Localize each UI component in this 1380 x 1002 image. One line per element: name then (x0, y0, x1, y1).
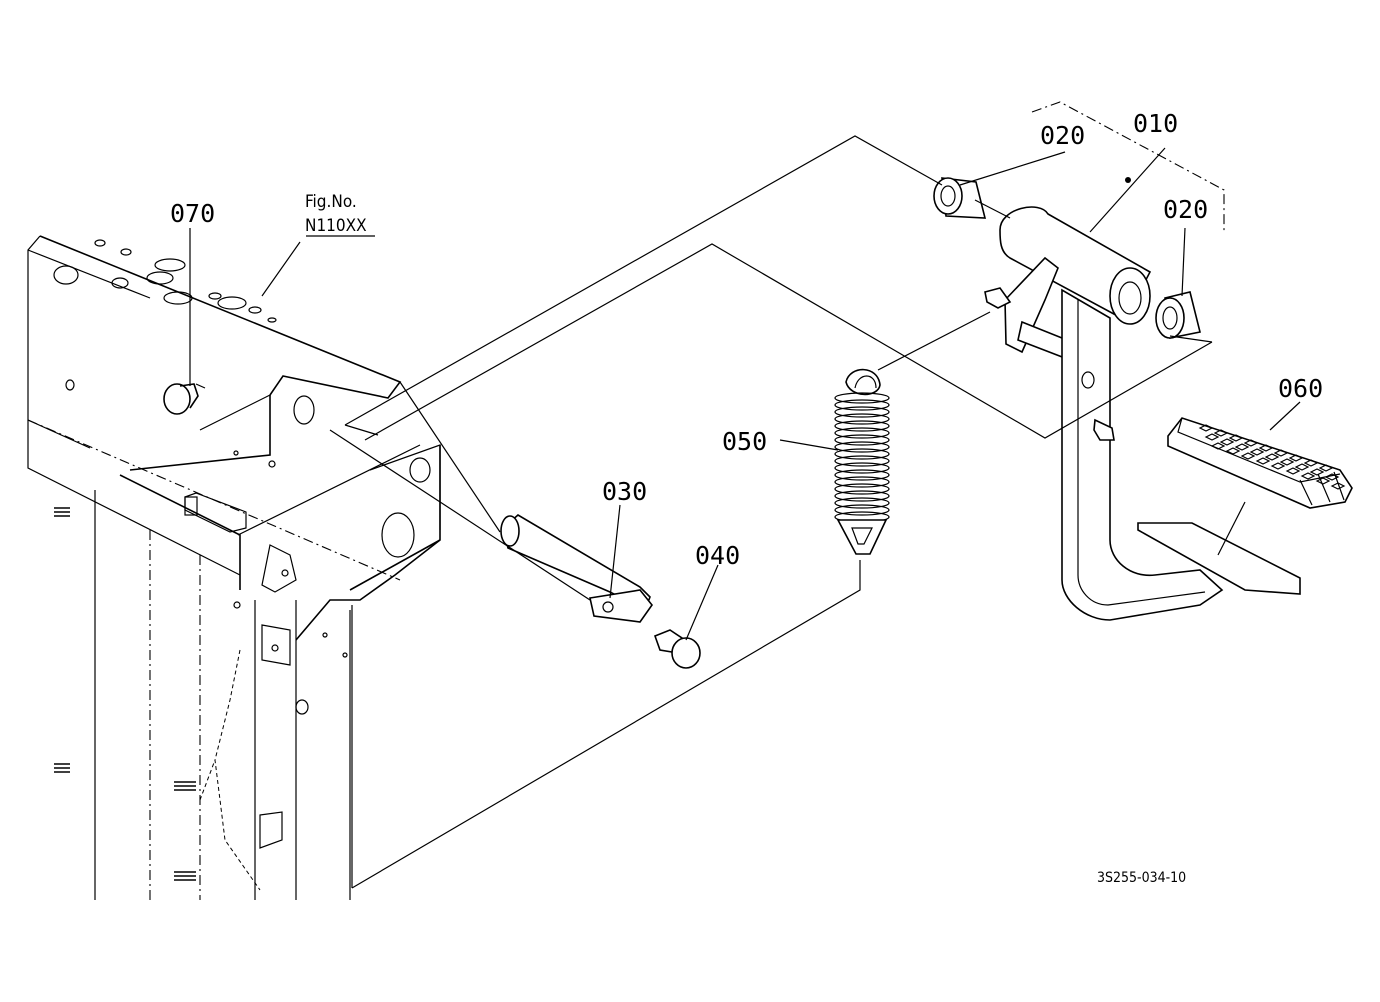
pad-tread-knob (1258, 444, 1274, 452)
pad-tread-knob (1279, 458, 1295, 466)
part-020-bushing-left[interactable] (933, 177, 987, 219)
pad-tread-knob (1300, 472, 1316, 480)
pad-tread-knob (1303, 459, 1319, 467)
pad-tread-knob (1240, 452, 1256, 460)
part-060-pedal-pad[interactable] (1167, 417, 1353, 509)
pad-tread-knob (1288, 454, 1304, 462)
spring-coil (834, 497, 890, 509)
spring-coil (834, 427, 890, 439)
pad-tread-knob (1255, 457, 1271, 465)
pad-tread-knob (1228, 434, 1244, 442)
spring-coil (834, 476, 890, 488)
spring-coil (834, 434, 890, 446)
pad-tread-knob (1249, 448, 1265, 456)
spring-coil (834, 483, 890, 495)
pad-tread-knob (1225, 447, 1241, 455)
pad-tread-knob (1285, 467, 1301, 475)
spring-coil (834, 455, 890, 467)
spring-coil (834, 406, 890, 418)
pad-tread-knob (1315, 477, 1331, 485)
pad-tread-knob (1330, 482, 1346, 490)
part-020-bushing-right[interactable] (1155, 291, 1201, 339)
pad-tread-knob (1198, 424, 1214, 432)
pad-tread-knob (1219, 438, 1235, 446)
pad-tread-knob (1318, 464, 1334, 472)
spring-coil (834, 399, 890, 411)
pad-tread-knob (1243, 439, 1259, 447)
pad-tread-knob (1204, 433, 1220, 441)
part-050-spring[interactable] (834, 368, 890, 555)
spring-coil (834, 469, 890, 481)
leader-lines (189, 101, 1301, 889)
pad-tread-knob (1210, 442, 1226, 450)
pad-tread-knob (1273, 449, 1289, 457)
spring-coil (834, 392, 890, 404)
callout-020-left: 020 (1040, 121, 1085, 150)
callout-070: 070 (170, 199, 215, 228)
pad-tread-knob (1324, 473, 1340, 481)
spring-coil (834, 490, 890, 502)
spring-coil (834, 448, 890, 460)
callout-040: 040 (695, 541, 740, 570)
frame-assembly (27, 235, 441, 900)
spring-coil (834, 441, 890, 453)
callout-050: 050 (722, 427, 767, 456)
drawing-code: 3S255-034-10 (1097, 870, 1186, 886)
callout-060: 060 (1278, 374, 1323, 403)
pad-tread-knob (1294, 463, 1310, 471)
labels: Fig.No. N110XX 070 010 020 020 030 040 0… (170, 109, 1323, 886)
pad-tread-knob (1309, 468, 1325, 476)
callout-010: 010 (1133, 109, 1178, 138)
figure-ref-line1: Fig.No. (305, 192, 357, 212)
spring-coil (834, 504, 890, 516)
part-070-plug[interactable] (163, 383, 206, 415)
pad-tread-knob (1270, 462, 1286, 470)
pad-tread-knob (1264, 453, 1280, 461)
callout-020-right: 020 (1163, 195, 1208, 224)
pad-tread-knob (1234, 443, 1250, 451)
part-040-bolt[interactable] (653, 629, 701, 669)
pad-tread-knob (1213, 429, 1229, 437)
callout-030: 030 (602, 477, 647, 506)
part-010-pedal[interactable] (984, 177, 1301, 621)
part-030-pin[interactable] (500, 514, 654, 623)
spring-coil (834, 420, 890, 432)
figure-ref-line2: N110XX (305, 216, 367, 236)
spring-coil (834, 413, 890, 425)
spring-coil (834, 462, 890, 474)
